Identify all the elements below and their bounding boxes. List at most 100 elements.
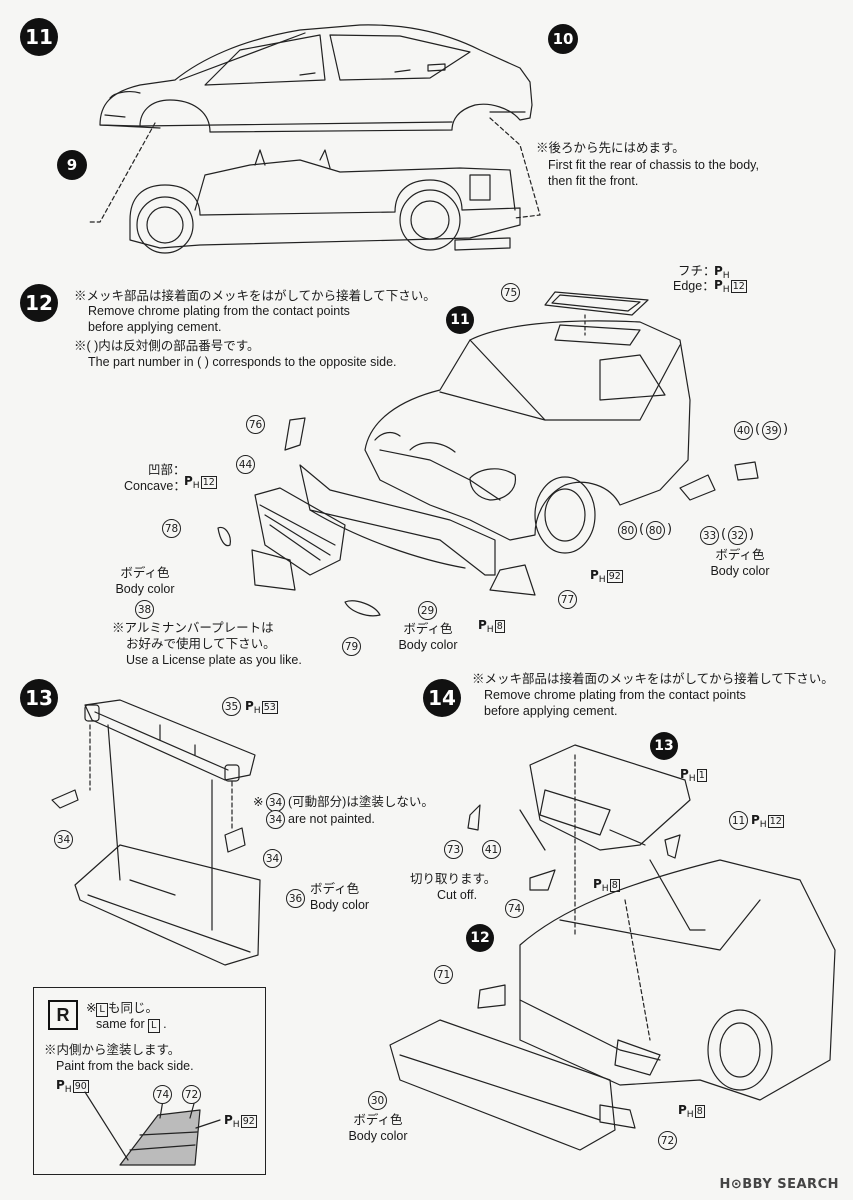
paint-ref-sub: H [722,270,730,282]
ref-badge-10: 10 [548,24,578,54]
concave-label-jp: 凹部： [148,463,186,477]
part-78: 78 [162,519,181,538]
paint-code-box: 12 [200,476,217,489]
ref-badge-11: 11 [446,306,474,334]
part-73: 73 [444,840,463,859]
chrome-note-jp-14: ※メッキ部品は接着面のメッキをはがしてから接着して下さい。 [472,672,834,686]
part-76: 76 [246,415,265,434]
paren-close: ) [749,527,755,542]
body-color-jp-rear: ボディ色 [353,1113,403,1127]
paint-ref-letter: P [478,618,487,632]
trunk-lid-inner [74,844,261,966]
paint-ref-sub: H [232,1119,240,1131]
movable-note-en: are not painted. [288,812,375,826]
paint-ref-sub: H [688,773,696,785]
paint-ref-letter: P [224,1113,233,1127]
part-41: 41 [482,840,501,859]
part-40: 40 [734,421,753,440]
cut-off-jp: 切り取ります。 [410,872,497,886]
trunk-hinge-assembly [51,699,256,853]
watermark-logo: H⊙BBY SEARCH [719,1177,839,1192]
ref-badge-13: 13 [650,732,678,760]
left-side-marker: L [148,1019,160,1033]
body-color-en-rear: Body color [348,1129,408,1143]
paint-ref-sub: H [601,883,609,895]
same-note-en-text: same for [96,1017,145,1031]
chrome-note-en-14-2: before applying cement. [484,704,618,718]
paint-ref-sub: H [253,705,261,717]
paint-ref-letter: P [184,474,193,488]
car-body-side-view [99,24,533,133]
chrome-note-en-1: Remove chrome plating from the contact p… [88,304,350,318]
paint-code-box: 1 [696,769,707,782]
part-80-opposite: 80 [646,521,665,540]
body-color-jp-plate: ボディ色 [120,566,170,580]
paint-ref-letter: P [593,877,602,891]
guide-line-front [87,122,156,223]
fit-note-en-2: then fit the front. [548,174,639,188]
step-badge-14: 14 [423,679,461,717]
paren-open: ( [755,422,761,437]
license-note-jp-2: お好みで使用して下さい。 [126,637,276,651]
paint-code-box: 8 [694,1105,705,1118]
body-color-jp-mirror: ボディ色 [715,548,765,562]
paint-ref-sub: H [64,1084,72,1096]
same-note-en: same for L . [96,1017,167,1033]
trunk-lid-exterior [529,744,691,851]
paint-ref-sub: H [686,1109,694,1121]
paren-open: ( [639,522,645,537]
back-paint-note-jp: ※内側から塗装します。 [44,1043,181,1057]
part-38: 38 [135,600,154,619]
chrome-note-en-14-1: Remove chrome plating from the contact p… [484,688,746,702]
ref-badge-9: 9 [57,150,87,180]
paint-code-box: 8 [494,620,505,633]
part-32: 32 [728,526,747,545]
car-front-three-quarter [364,320,691,554]
part-33: 33 [700,526,719,545]
part-34-left: 34 [54,830,73,849]
right-side-marker: R [48,1000,78,1030]
cut-off-en: Cut off. [437,888,478,902]
paint-ref-letter: P [714,278,723,292]
paint-ref-sub: H [486,624,494,636]
license-note-jp-1: ※アルミナンバープレートは [112,621,274,635]
paint-ref-sub: H [192,480,200,492]
paint-code-box: 12 [767,815,784,828]
edge-label-jp: フチ： [678,264,716,278]
paint-ref-letter: P [245,699,254,713]
body-color-jp-trunk: ボディ色 [310,882,360,896]
part-80: 80 [618,521,637,540]
movable-note-jp: (可動部分)は塗装しない。 [288,795,434,809]
part-29: 29 [418,601,437,620]
chassis-side-view [129,149,521,254]
concave-label-en: Concave： [124,479,186,493]
paint-ref-sub: H [598,574,606,586]
paint-ref-letter: P [590,568,599,582]
ref-badge-12: 12 [466,924,494,952]
paren-close: ) [667,522,673,537]
paint-ref-letter: P [680,767,689,781]
opposite-note-jp: ※( )内は反対側の部品番号です。 [74,339,260,353]
body-color-jp-bumper: ボディ色 [403,622,453,636]
part-71: 71 [434,965,453,984]
part-11: 11 [729,811,748,830]
part-72: 72 [658,1131,677,1150]
paint-code-box: 12 [730,280,747,293]
body-color-en-mirror: Body color [710,564,770,578]
back-paint-note-en: Paint from the back side. [56,1059,194,1073]
license-note-en: Use a License plate as you like. [126,653,302,667]
paint-code-box: 90 [72,1080,89,1093]
body-color-en-trunk: Body color [310,898,370,912]
part-72-r: 72 [182,1085,201,1104]
same-note-jp-text: も同じ。 [108,1001,159,1015]
part-74: 74 [505,899,524,918]
step-badge-11: 11 [20,18,58,56]
movable-note-mark: ※ [253,795,264,809]
paint-code-box: 92 [240,1115,257,1128]
